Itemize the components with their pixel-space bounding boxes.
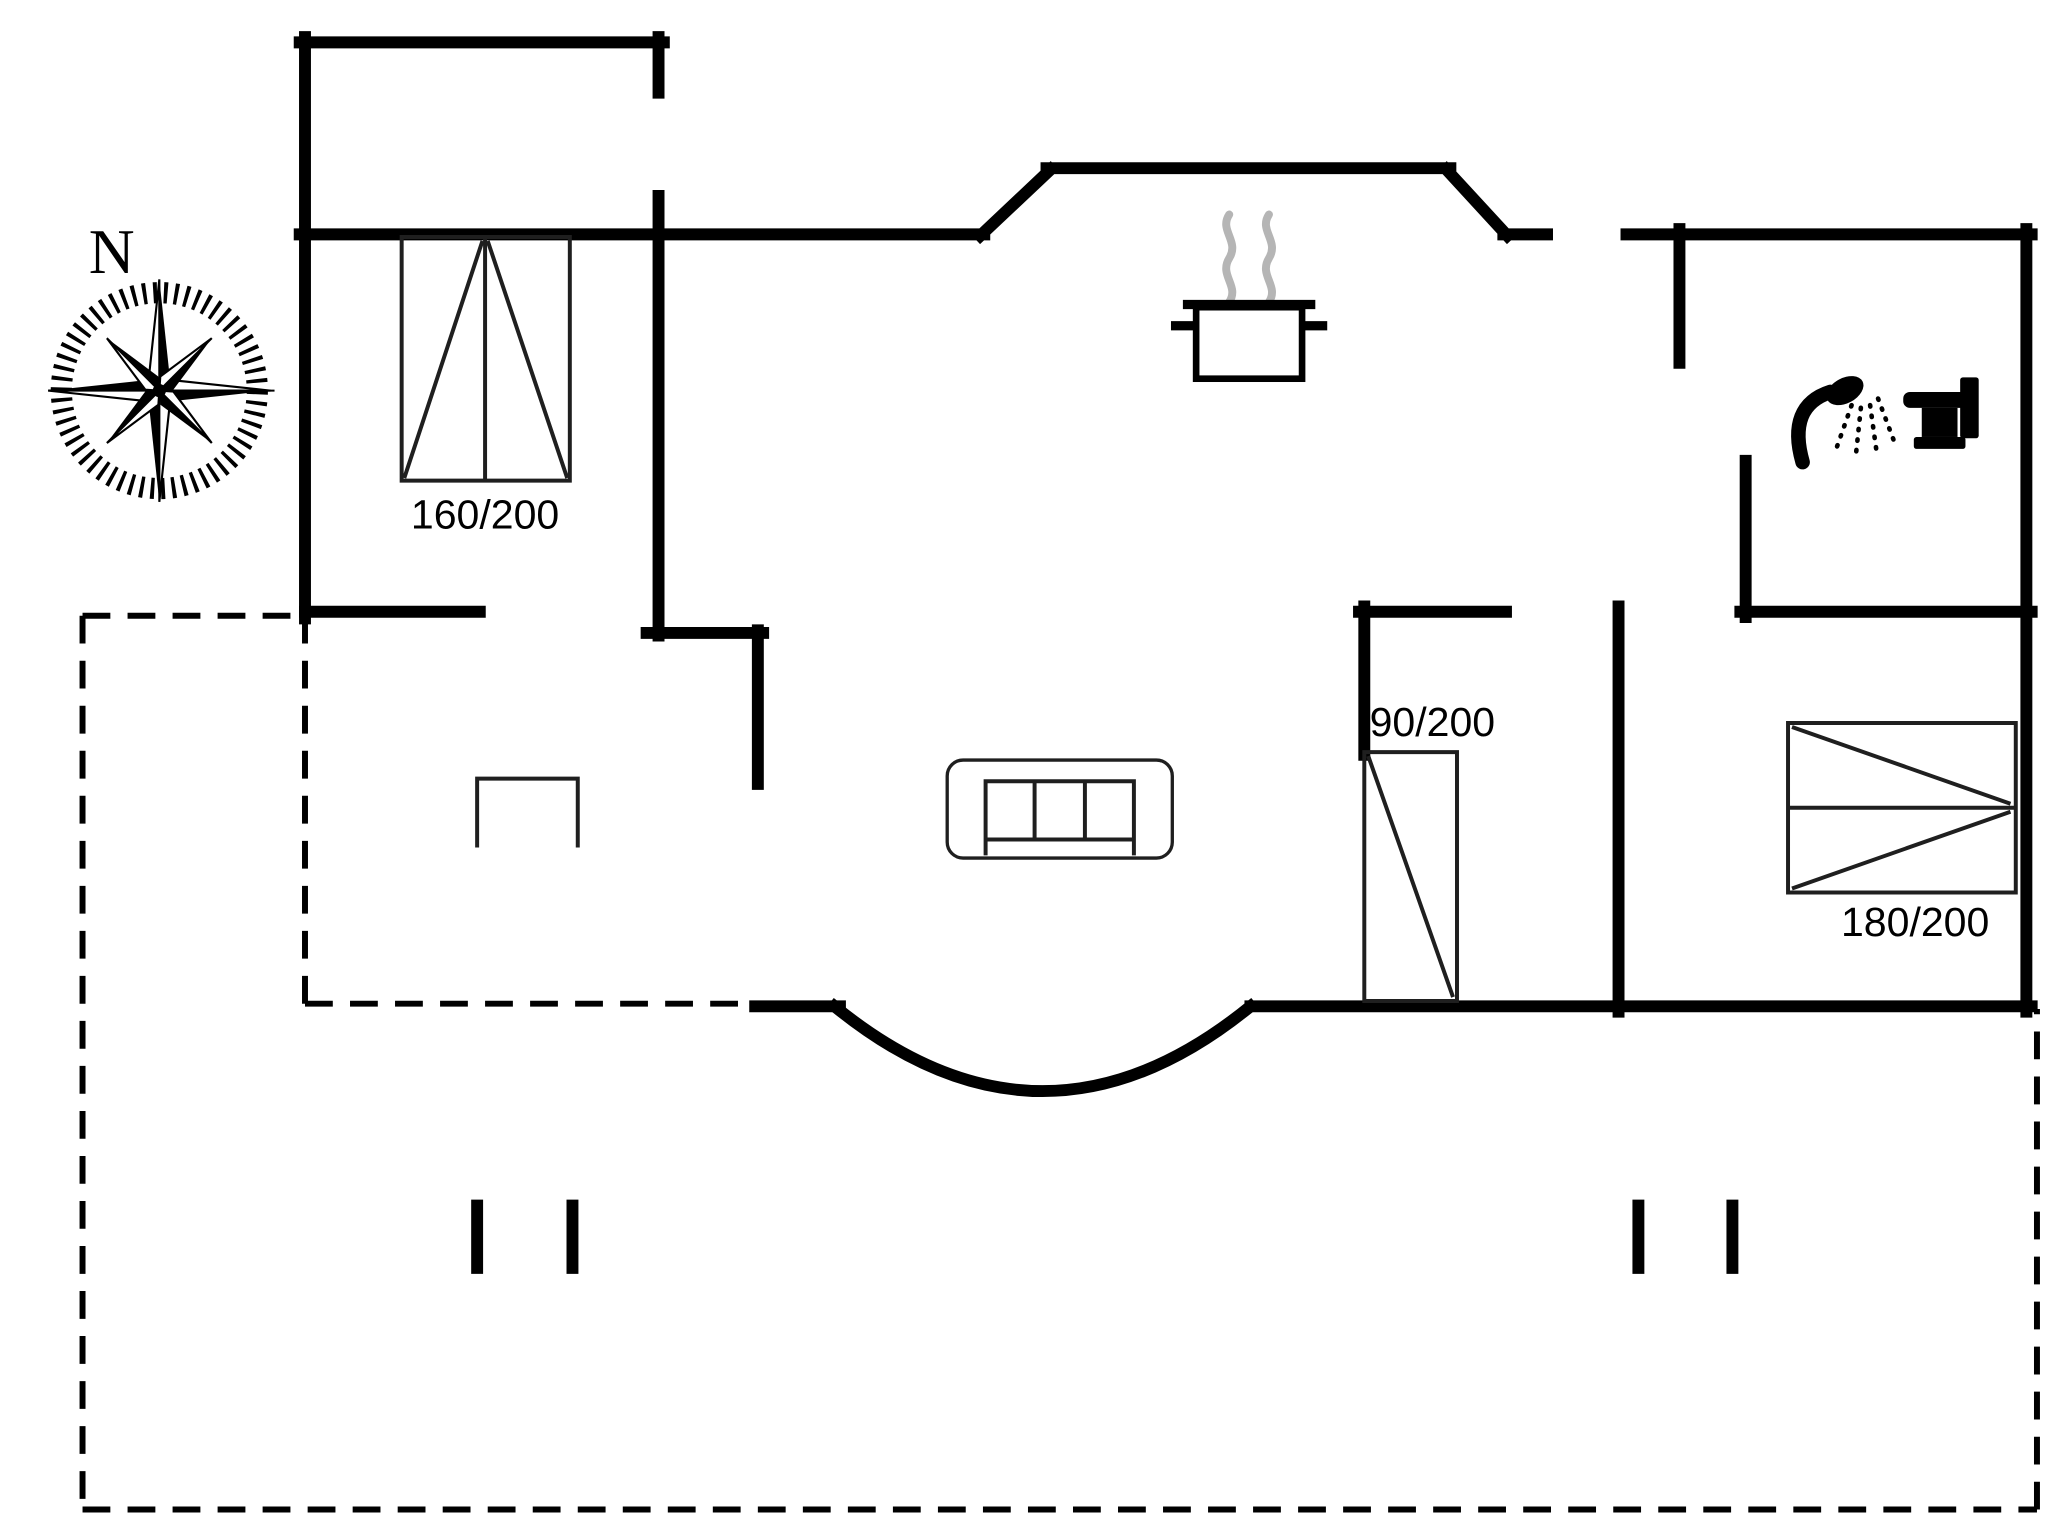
shower-hose: [1791, 384, 1838, 470]
terrace-boundary: [79, 612, 2040, 1513]
sofa-icon: [945, 758, 1174, 860]
entrance-arc-wall: [826, 997, 1259, 1097]
toilet-tank: [1960, 377, 1979, 439]
bed-160x200: [399, 235, 572, 483]
steam-icon: [1222, 210, 1276, 306]
fireplace-icon: [475, 776, 580, 848]
wall-segment-exterior: [293, 31, 2038, 1018]
bed-180x200: [1786, 720, 2018, 895]
fireplace-outline: [475, 776, 580, 848]
bed-90x200-label: 90/200: [1370, 699, 1496, 745]
double-bed-icon: [1786, 720, 2018, 895]
compass-center-dot: [152, 384, 166, 398]
single-bed-icon: [1362, 750, 1459, 1004]
toilet-base: [1913, 436, 1966, 449]
bed-180x200-label: 180/200: [1841, 899, 1989, 945]
terrace-dashed-outline: [79, 612, 2040, 1513]
toilet-icon: [1903, 377, 1979, 449]
compass-rose-icon: [47, 278, 275, 503]
cooking-pot-icon: [1170, 210, 1328, 383]
toilet-bowl: [1921, 407, 1958, 437]
bed-160x200-label: 160/200: [411, 491, 559, 537]
terrace-post-icon: [471, 1199, 1739, 1274]
toilet-seat: [1903, 391, 1967, 408]
shower-icon: [1791, 376, 1897, 470]
terrace-posts: [471, 1199, 1739, 1274]
interior-walls: [299, 223, 2038, 1018]
shower-head: [1826, 376, 1864, 406]
north-label: N: [89, 216, 135, 287]
wall-segment-interior: [299, 223, 2038, 1018]
shower-spray: [1832, 396, 1897, 461]
sofa-outline: [945, 758, 1174, 860]
exterior-walls: [293, 31, 2038, 1097]
bed-90x200: [1362, 750, 1459, 1004]
sofa-cushions: [983, 779, 1136, 856]
pot-body: [1192, 303, 1306, 383]
double-bed-icon: [399, 235, 572, 483]
